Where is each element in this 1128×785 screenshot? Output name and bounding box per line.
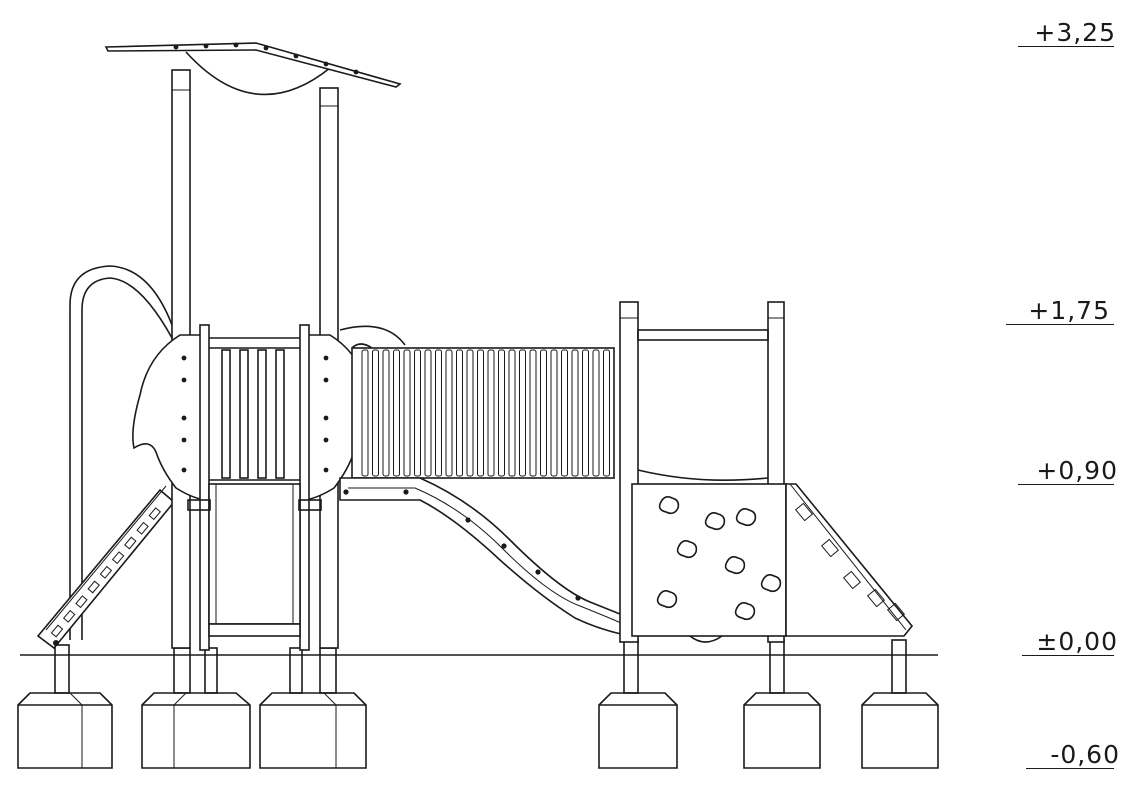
- level-label: ±0,00: [1036, 627, 1118, 656]
- foundation-block: [17, 692, 113, 769]
- foundation-block: [743, 692, 821, 769]
- foundation-block: [259, 692, 367, 769]
- curved-handrail: [69, 265, 173, 640]
- ramp-cleat: [842, 570, 862, 590]
- tunnel-rib: [382, 349, 390, 477]
- roof-bolt: [323, 61, 329, 67]
- ladder-rung: [50, 624, 64, 638]
- climbing-wall: [631, 483, 787, 643]
- climbing-hold: [658, 496, 680, 515]
- panel-bolt: [181, 467, 187, 473]
- roof-bolt: [233, 42, 239, 48]
- left-deco-panel: [132, 334, 206, 501]
- roof-bolt: [203, 43, 209, 49]
- tunnel-rib: [603, 349, 610, 477]
- climbing-hold: [704, 512, 726, 531]
- ladder-rung: [63, 609, 76, 623]
- foundation-block: [141, 692, 251, 769]
- panel-bolt: [181, 415, 187, 421]
- climbing-hold: [656, 590, 678, 609]
- tunnel-rib: [561, 349, 568, 477]
- railing-slat: [239, 349, 249, 479]
- tunnel-rib: [445, 349, 453, 477]
- level-line: [1022, 655, 1114, 656]
- roof-bolt: [173, 44, 179, 50]
- tunnel-rib: [508, 349, 516, 477]
- level-label: -0,60: [1050, 740, 1120, 769]
- roof-bolt: [293, 53, 299, 59]
- tunnel-rib: [414, 349, 421, 477]
- climbing-hold: [760, 574, 782, 593]
- climbing-ramp: [785, 483, 914, 637]
- climbing-hold: [724, 556, 746, 575]
- level-label: +1,75: [1028, 296, 1110, 325]
- panel-bolt: [323, 437, 329, 443]
- tunnel-rib: [582, 349, 589, 477]
- ladder-rung: [136, 521, 149, 535]
- foundation-block: [861, 692, 939, 769]
- tunnel-rib: [519, 349, 526, 477]
- ladder-rung: [87, 580, 100, 594]
- panel-bolt: [323, 467, 329, 473]
- climbing-ladder: [36, 485, 176, 650]
- ramp-cleat: [886, 602, 906, 622]
- level-line: [1006, 324, 1114, 325]
- climbing-hold: [676, 540, 698, 559]
- tunnel-rib: [393, 349, 400, 477]
- tunnel-rib: [435, 349, 442, 477]
- railing-slat: [275, 349, 285, 479]
- level-label: +0,90: [1036, 456, 1118, 485]
- tunnel-rib: [372, 349, 379, 477]
- ladder-rung: [124, 536, 137, 550]
- level-line: [1026, 768, 1114, 769]
- tower-railing: [199, 324, 310, 651]
- tunnel-rib: [571, 349, 579, 477]
- tunnel-rib: [592, 349, 600, 477]
- tunnel-rib: [550, 349, 558, 477]
- panel-bolt: [181, 377, 187, 383]
- level-label: +3,25: [1034, 18, 1116, 47]
- tunnel-rib: [487, 349, 495, 477]
- tunnel-rib: [498, 349, 505, 477]
- panel-bolt: [323, 415, 329, 421]
- tower-slide-front: [187, 483, 322, 637]
- tunnel-rib: [529, 349, 537, 477]
- tunnel-rib: [540, 349, 547, 477]
- tunnel-rib: [424, 349, 432, 477]
- tunnel-rib: [477, 349, 484, 477]
- tunnel-rib: [456, 349, 463, 477]
- ladder-rung: [148, 507, 161, 521]
- tunnel-rib: [466, 349, 474, 477]
- ladder-rung: [111, 551, 125, 565]
- ramp-cleat: [820, 538, 840, 558]
- panel-bolt: [323, 355, 329, 361]
- level-line: [1018, 484, 1114, 485]
- foundation-block: [598, 692, 678, 769]
- roof-bolt: [263, 45, 269, 51]
- ramp-cleat: [866, 588, 886, 608]
- level-line: [1018, 46, 1114, 47]
- railing-slat: [221, 349, 231, 479]
- climbing-hold: [735, 508, 757, 527]
- railing-slat: [257, 349, 267, 479]
- tunnel-rib: [361, 349, 369, 477]
- roof-bolt: [353, 69, 359, 75]
- panel-bolt: [181, 437, 187, 443]
- ladder-rung: [99, 565, 113, 579]
- tower-roof: [104, 42, 402, 96]
- climbing-hold: [734, 602, 756, 621]
- panel-bolt: [181, 355, 187, 361]
- ladder-rung: [75, 595, 88, 609]
- tunnel-rib: [403, 349, 411, 477]
- foundation-blocks: [17, 692, 939, 769]
- ramp-cleat: [794, 502, 814, 522]
- wavy-slide: [339, 477, 631, 637]
- corrugated-tunnel: [339, 325, 615, 479]
- panel-bolt: [323, 377, 329, 383]
